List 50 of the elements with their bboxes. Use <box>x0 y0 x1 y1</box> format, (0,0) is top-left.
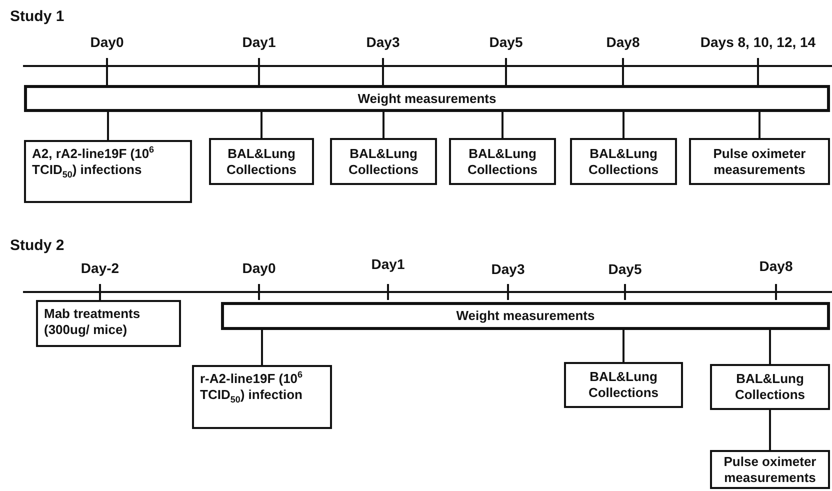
event-box <box>710 450 830 489</box>
event-box <box>710 364 830 410</box>
connector-line <box>622 330 624 362</box>
event-text: Pulse oximeter measurements <box>722 454 818 486</box>
period-bar <box>221 302 830 330</box>
event-box <box>330 138 437 185</box>
day-label: Day5 <box>489 34 523 50</box>
connector-line <box>382 112 384 138</box>
day-label: Day8 <box>606 34 640 50</box>
study-heading: Study 1 <box>10 8 64 25</box>
event-box <box>24 140 192 203</box>
day-label: Day3 <box>366 34 400 50</box>
event-box <box>570 138 677 185</box>
day-label: Day1 <box>242 34 276 50</box>
connector-line <box>260 112 262 138</box>
event-box <box>449 138 556 185</box>
day-label: Day1 <box>371 256 405 272</box>
day-label: Day5 <box>608 261 642 277</box>
connector-line <box>769 330 771 364</box>
day-label: Day0 <box>242 260 276 276</box>
event-text: BAL&Lung Collections <box>225 146 298 178</box>
day-label: Days 8, 10, 12, 14 <box>700 34 816 50</box>
event-box <box>209 138 314 185</box>
study-heading: Study 2 <box>10 237 64 254</box>
event-box <box>689 138 830 185</box>
event-text: Weight measurements <box>456 308 595 324</box>
connector-line <box>622 112 624 138</box>
day-label: Day3 <box>491 261 525 277</box>
connector-line <box>107 112 109 140</box>
connector-line <box>502 112 504 138</box>
day-label: Day8 <box>759 258 793 274</box>
event-box <box>36 300 181 347</box>
event-text: BAL&Lung Collections <box>734 371 806 403</box>
event-text: A2, rA2-line19F (10$^{6}$ TCID$_{50}$) infections <box>32 146 156 178</box>
connector-line <box>769 410 771 450</box>
event-box <box>192 365 332 429</box>
event-text: Mab treatments (300ug/ mice) <box>44 306 142 338</box>
event-text: BAL&Lung Collections <box>587 146 660 178</box>
event-box <box>564 362 683 408</box>
event-text: BAL&Lung Collections <box>347 146 420 178</box>
connector-line <box>758 112 760 138</box>
event-text: BAL&Lung Collections <box>466 146 539 178</box>
connector-line <box>261 330 263 365</box>
day-label: Day0 <box>90 34 124 50</box>
period-bar <box>24 85 830 112</box>
event-text: r-A2-line19F (10$^{6}$ TCID$_{50}$) infection <box>200 371 304 403</box>
event-text: Weight measurements <box>358 90 496 106</box>
event-text: Pulse oximeter measurements <box>712 146 807 178</box>
event-text: BAL&Lung Collections <box>587 369 660 401</box>
day-label: Day-2 <box>80 260 120 276</box>
